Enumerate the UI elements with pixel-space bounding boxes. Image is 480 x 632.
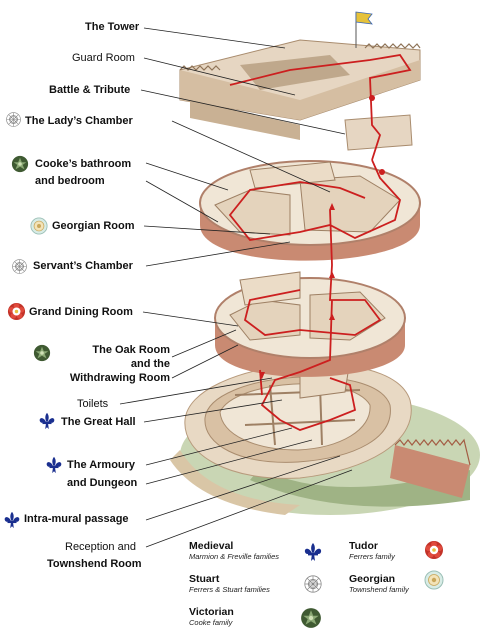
label-guard-room: Guard Room (72, 52, 135, 64)
legend-medieval-fleur-de-lis-icon (304, 543, 322, 561)
victorian-green-leaf-icon (33, 344, 51, 362)
tower (179, 11, 421, 151)
visitor-route (228, 54, 412, 431)
victorian-green-leaf-icon (11, 155, 29, 173)
leader-lines (119, 27, 353, 548)
legend-victorian-green-leaf-icon (301, 608, 321, 628)
legend-tudor-title: Tudor (349, 540, 378, 552)
label-intra-mural-passage: Intra-mural passage (24, 513, 129, 525)
label-and-dungeon: and Dungeon (67, 477, 138, 489)
legend-tudor-sub: Ferrers family (349, 552, 395, 561)
label-great-hall: The Great Hall (61, 416, 136, 428)
legend-medieval-sub: Marmion & Freville families (189, 552, 280, 561)
floor-middle (214, 271, 406, 377)
stuart-lattice-icon (12, 259, 27, 274)
georgian-medallion-icon (30, 217, 48, 235)
fleur-de-lis-icon (39, 412, 55, 430)
label-oak-and-the: and the (130, 358, 170, 370)
legend-georgian-medallion-icon (424, 570, 444, 590)
label-servants-chamber: Servant’s Chamber (33, 260, 133, 272)
label-townshend-room: Townshend Room (47, 558, 142, 570)
label-georgian-room: Georgian Room (52, 220, 135, 232)
floor-ground (184, 359, 412, 479)
route-markers (259, 95, 385, 379)
label-ladys-chamber: The Lady’s Chamber (25, 115, 133, 127)
label-and-bedroom: and bedroom (35, 175, 105, 187)
legend-stuart-lattice-icon (304, 575, 322, 593)
stuart-lattice-icon (6, 112, 21, 127)
label-oak-room: The Oak Room (92, 344, 170, 356)
legend-stuart-sub: Ferrers & Stuart families (189, 585, 270, 594)
legend-georgian-sub: Townshend family (349, 585, 409, 594)
label-withdrawing-room: Withdrawing Room (69, 372, 170, 384)
legend-tudor-rose-icon (425, 541, 443, 559)
label-reception-and: Reception and (65, 541, 136, 553)
label-cookes-bathroom: Cooke’s bathroom (35, 158, 132, 170)
legend-victorian-title: Victorian (189, 606, 234, 618)
fleur-de-lis-icon (4, 511, 20, 529)
label-the-armoury: The Armoury (67, 459, 136, 471)
curtain-wall (390, 438, 471, 498)
legend-victorian-sub: Cooke family (189, 618, 233, 627)
fleur-de-lis-icon (46, 456, 62, 474)
legend-georgian-title: Georgian (349, 573, 396, 585)
tudor-rose-icon (7, 302, 26, 321)
label-battle-tribute: Battle & Tribute (49, 84, 131, 96)
legend-stuart-title: Stuart (189, 573, 220, 585)
label-toilets: Toilets (77, 398, 109, 410)
legend-medieval-title: Medieval (189, 540, 234, 552)
label-the-tower: The Tower (85, 21, 140, 33)
label-grand-dining-room: Grand Dining Room (29, 306, 133, 318)
